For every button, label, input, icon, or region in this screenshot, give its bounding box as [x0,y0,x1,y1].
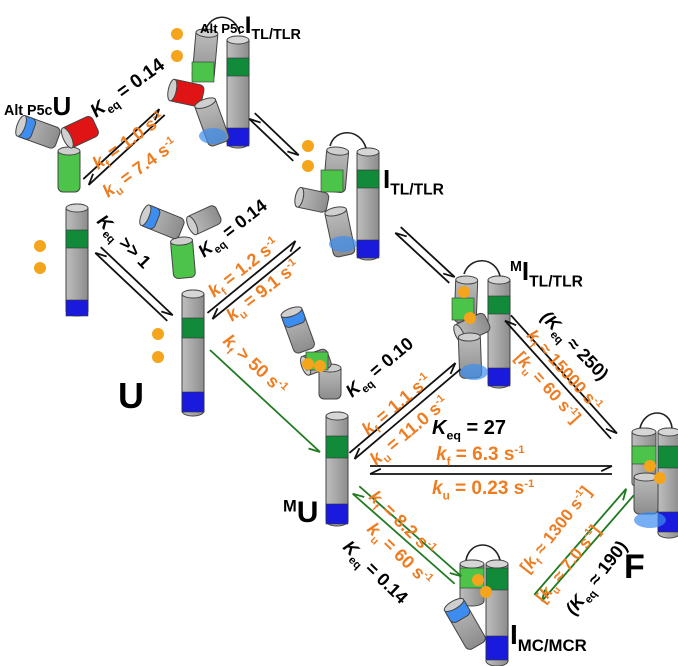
f-ion-2 [654,472,666,484]
alt-u-p5b-helix [15,114,61,149]
i-tl-glow [329,236,357,252]
mu-stem-helix [325,411,349,527]
imc-ion-1 [472,574,484,586]
arrow-mu-f-reverse [369,467,612,475]
imc-right-helix [485,559,509,666]
labels-layer: Alt P5cU Alt P5cITL/TLR ITL/TLR MITL/TLR U MU… [4,12,645,655]
state-label-imc: IMC/MCR [510,619,587,655]
arrow-u-mu [209,349,321,453]
mi-tl-loop [463,260,501,277]
transition-arrows [82,108,635,602]
rna-helix-structures [15,16,678,666]
arrow-mi-tl-f-reverse [504,319,612,440]
arrow-mu-mi-tl-reverse [353,368,462,460]
u-stem-helix [181,289,205,417]
arrow-i-tl-mi-tl-forward [400,226,456,278]
ku-mu-f: ku = 0.23 s-1 [432,478,535,503]
alt-u-ion-2 [34,262,46,274]
arrow-u-i-tl-forward [206,240,297,314]
u-side-helix [186,205,222,236]
imc-left-lower-helix [443,597,486,650]
alt-i-ion-1 [171,28,183,40]
mi-tl-ion-2 [464,312,476,324]
i-tl-loop [329,132,367,149]
mi-tl-glow [460,364,488,380]
f-loop [639,412,673,429]
arrow-mu-f-forward [370,465,613,473]
f-right-helix [657,427,678,539]
alt-u-stem-helix [65,203,89,317]
keq-mu-f: Keq = 27 [432,417,506,443]
mu-p5c-helix [318,363,342,400]
alt-i-ion-2 [171,50,183,62]
mu-ion-1 [302,358,314,370]
arrow-mu-imc-reverse [352,492,456,585]
alt-i-red-helix [167,78,205,107]
f-ion-1 [644,460,656,472]
state-label-f: F [624,548,645,586]
state-label-alt-i: Alt P5cITL/TLR [200,12,302,43]
arrow-alt-i-i-tl-reverse [248,118,294,162]
alt-i-glow [199,128,227,144]
arrow-u-i-tl-reverse [211,246,302,320]
arrow-imc-f-forward [533,488,628,596]
state-label-mu: MU [283,496,318,529]
state-label-alt-u: Alt P5cU [4,91,71,121]
i-tl-side-helix [294,186,330,213]
alt-u-red-helix [60,115,99,149]
kf-mu-f: kf = 6.3 s-1 [436,444,525,469]
alt-i-right-helix [226,35,250,149]
mu-ion-2 [314,360,326,372]
arrow-mu-imc-forward [358,485,462,578]
arrow-alt-i-i-tl-forward [254,112,300,156]
u-ion-2 [152,351,164,363]
arrow-mi-tl-f-forward [510,314,618,435]
f-glow [634,512,666,528]
u-p5c-helix [170,236,196,279]
mi-tl-ion-1 [458,286,470,298]
arrow-mu-mi-tl-forward [348,362,457,454]
arrow-i-tl-mi-tl-reverse [394,232,450,284]
state-label-mi-tl: MITL/TLR [510,256,583,291]
state-label-u: U [118,375,144,416]
arrow-alt-u-alt-i-forward [82,108,161,180]
i-tl-ion-2 [302,160,314,172]
imc-loop [465,544,501,561]
i-tl-right-helix [356,147,380,261]
arrow-alt-u-u-forward [100,246,174,316]
alt-u-ion-1 [34,240,46,252]
u-p5b-helix [139,204,185,240]
alt-i-green-band [191,61,215,83]
imc-ion-2 [480,586,492,598]
alt-u-p5c-helix [57,146,81,193]
arrow-imc-f-reverse [540,494,635,602]
mu-p5b-helix [280,306,315,354]
i-tl-ion-1 [302,140,314,152]
mi-tl-right-helix [487,275,511,389]
alt-i-loop [204,16,241,35]
i-tl-green-band [320,169,344,193]
arrow-alt-u-u-reverse [94,252,168,322]
u-ion-1 [152,328,164,340]
arrow-alt-u-alt-i-reverse [87,114,166,186]
state-label-i-tl: ITL/TLR [383,164,444,199]
f-left-lower-helix [633,472,659,515]
